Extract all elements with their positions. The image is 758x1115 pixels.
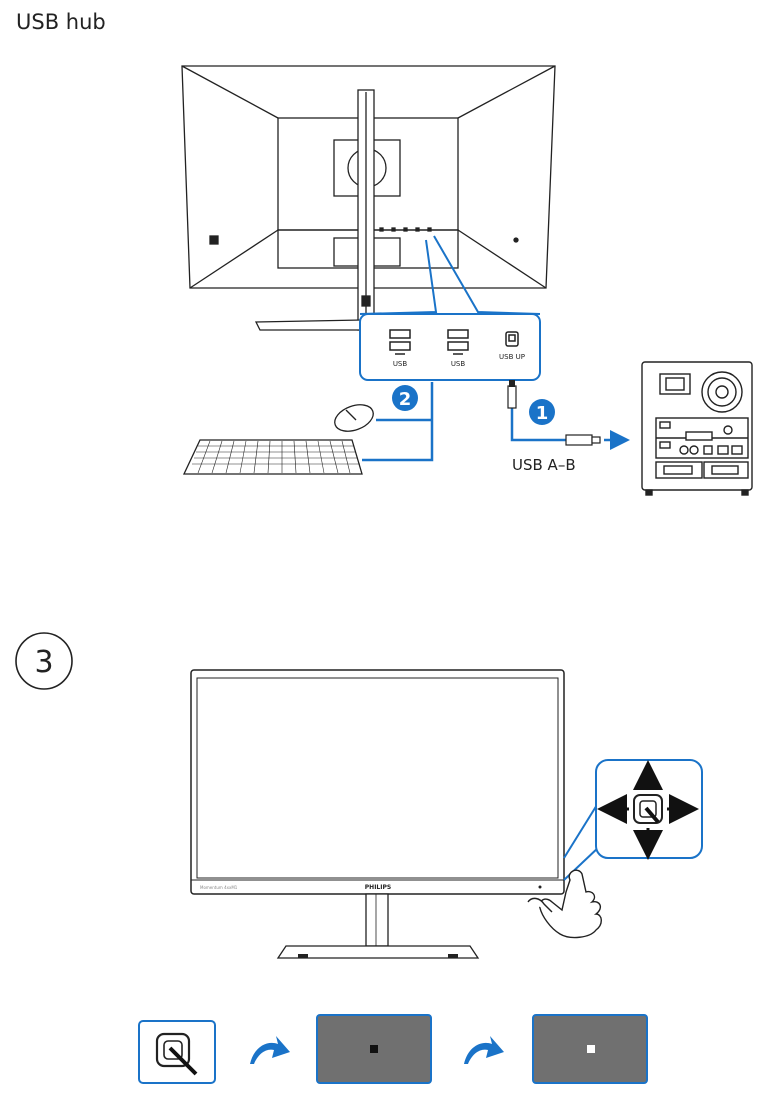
usb-cable — [507, 380, 630, 450]
mouse-icon — [334, 404, 374, 432]
usb-up-port-icon — [505, 331, 519, 347]
cable-label: USB A–B — [512, 456, 576, 474]
svg-text:3: 3 — [34, 645, 53, 680]
svg-text:2: 2 — [399, 389, 412, 410]
usb-port-2-icon — [447, 329, 469, 355]
hand-press-icon — [527, 869, 602, 939]
zoom-callout-lines — [359, 235, 541, 315]
monitor-brand-logo: PHILIPS — [365, 884, 391, 891]
usb-up-port-label: USB UP — [499, 353, 525, 361]
monitor-front-view: PHILIPS Momentum 4xxM1 — [190, 669, 565, 959]
page-title: USB hub — [16, 10, 106, 34]
step-2-badge: 2 — [392, 385, 418, 411]
monitor-model-label: Momentum 4xxM1 — [200, 885, 238, 890]
keyboard-icon — [182, 439, 363, 475]
usb-port-2-label: USB — [451, 360, 466, 368]
svg-text:1: 1 — [536, 403, 549, 424]
joystick-press-icon — [138, 1020, 216, 1084]
joystick-icon — [597, 760, 699, 860]
joystick-callout — [563, 759, 703, 881]
curved-arrow-icon-1 — [250, 1036, 290, 1064]
step-3-badge: 3 — [15, 632, 73, 690]
monitor-rear-view — [181, 65, 556, 331]
usb-port-1-icon — [389, 329, 411, 355]
osd-sequence — [138, 1014, 648, 1084]
pc-tower-icon — [641, 361, 753, 496]
step-1-badge: 1 — [529, 399, 555, 425]
osd-screen-off — [316, 1014, 432, 1084]
curved-arrow-icon-2 — [464, 1036, 504, 1064]
osd-screen-on — [532, 1014, 648, 1084]
usb-port-1-label: USB — [393, 360, 408, 368]
usb-port-panel: USB USB USB UP — [359, 313, 541, 381]
peripheral-connection-lines — [362, 382, 434, 462]
